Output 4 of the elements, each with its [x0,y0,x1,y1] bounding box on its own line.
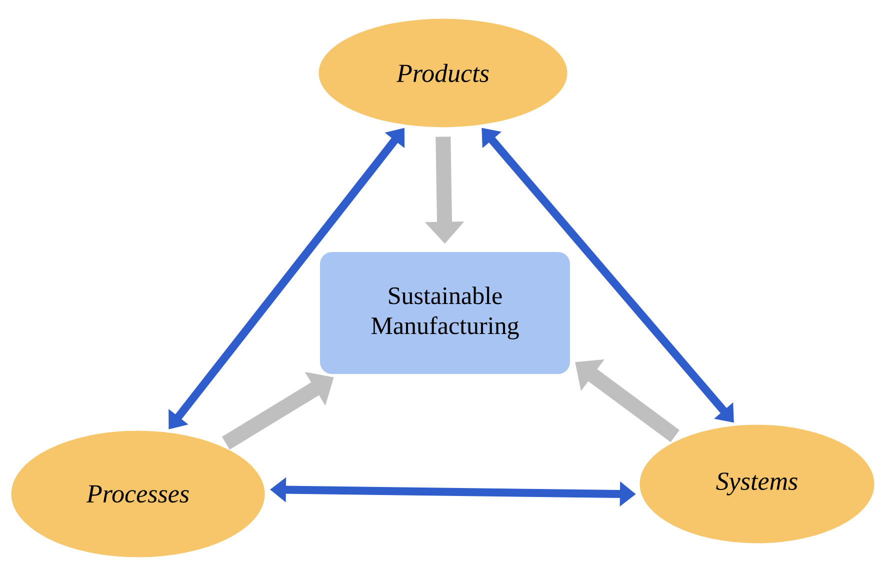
rounded-box: Sustainable Manufacturing [320,252,570,374]
ellipse-node: Systems [638,423,875,545]
ellipse-node: Products [317,17,569,129]
ellipse-node: Processes [10,429,266,559]
